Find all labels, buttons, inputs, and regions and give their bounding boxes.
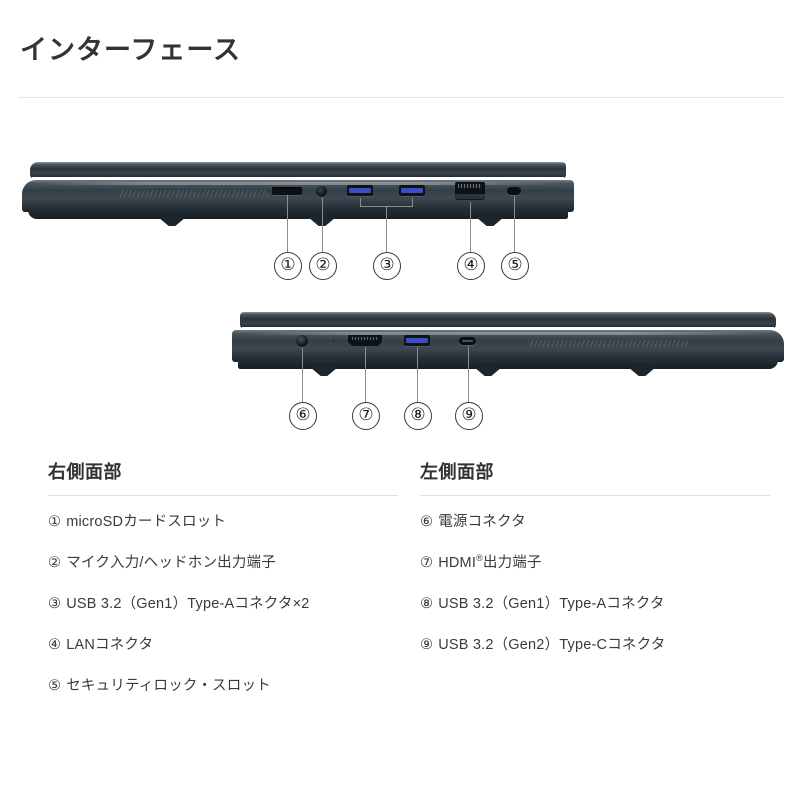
legend-left-side-heading: 左側面部 xyxy=(420,462,494,482)
list-item-label: セキュリティロック・スロット xyxy=(66,678,271,694)
laptop-left-side-figure: ⑥ ⑦ ⑧ ⑨ xyxy=(228,310,788,430)
usb-a-port xyxy=(404,335,430,346)
list-item-label: マイク入力/ヘッドホン出力端子 xyxy=(66,555,276,571)
list-item-marker: ④ xyxy=(48,637,62,653)
list-item-label-after: 出力端子 xyxy=(482,555,542,571)
page-title: インターフェース xyxy=(20,35,242,65)
laptop-hinge-gap xyxy=(242,327,774,330)
callout-5: ⑤ xyxy=(501,252,529,280)
title-divider xyxy=(18,97,784,98)
usb-c-port xyxy=(459,337,476,345)
list-item-label: 電源コネクタ xyxy=(438,514,526,530)
list-item-label: USB 3.2（Gen2）Type-Cコネクタ xyxy=(438,637,666,653)
list-item-marker: ⑤ xyxy=(48,678,62,694)
laptop-base-highlight xyxy=(246,332,770,335)
laptop-body-right-side xyxy=(18,160,578,228)
leader-line-6 xyxy=(302,348,303,403)
lan-port xyxy=(455,182,485,196)
security-lock-slot-port xyxy=(507,187,521,195)
list-item-marker: ⑧ xyxy=(420,596,434,612)
leader-line-2 xyxy=(322,198,323,253)
usb-a-port-2 xyxy=(399,185,425,196)
callout-6: ⑥ xyxy=(289,402,317,430)
list-item-label: USB 3.2（Gen1）Type-Aコネクタ×2 xyxy=(66,596,310,612)
laptop-bottom-skirt xyxy=(238,360,778,369)
leader-line-4 xyxy=(470,202,471,253)
list-item-label: microSDカードスロット xyxy=(66,514,227,530)
laptop-foot xyxy=(310,367,338,376)
leader-line-1 xyxy=(287,195,288,253)
hdmi-port xyxy=(348,335,382,346)
callout-9: ⑨ xyxy=(455,402,483,430)
power-connector-port xyxy=(296,335,308,347)
usb-a-port-1 xyxy=(347,185,373,196)
leader-line-3a xyxy=(360,198,361,207)
legend-left-side-divider xyxy=(420,495,770,496)
lan-port-jaw xyxy=(455,194,485,200)
laptop-lid xyxy=(240,312,776,328)
laptop-foot xyxy=(474,367,502,376)
list-item-label: LANコネクタ xyxy=(66,637,154,653)
laptop-body-left-side xyxy=(228,310,788,378)
legend-right-side-divider xyxy=(48,495,398,496)
list-item-marker: ① xyxy=(48,514,62,530)
list-item-marker: ⑦ xyxy=(420,555,434,571)
laptop-foot xyxy=(628,367,656,376)
laptop-lid xyxy=(30,162,566,178)
laptop-base-highlight xyxy=(36,182,560,185)
vent-grille xyxy=(528,340,688,347)
audio-jack-port xyxy=(316,186,327,197)
callout-1: ① xyxy=(274,252,302,280)
leader-line-3b xyxy=(412,198,413,207)
vent-grille xyxy=(118,190,268,197)
laptop-base xyxy=(232,330,784,362)
legend-right-side-heading: 右側面部 xyxy=(48,462,122,482)
leader-line-7 xyxy=(365,347,366,403)
list-item-marker: ③ xyxy=(48,596,62,612)
callout-4: ④ xyxy=(457,252,485,280)
laptop-foot xyxy=(158,217,186,226)
callout-2: ② xyxy=(309,252,337,280)
leader-line-3 xyxy=(386,206,387,253)
callout-3: ③ xyxy=(373,252,401,280)
callout-8: ⑧ xyxy=(404,402,432,430)
list-item-marker: ② xyxy=(48,555,62,571)
registered-trademark-icon: ® xyxy=(476,553,483,564)
laptop-bottom-skirt xyxy=(28,210,568,219)
microsd-slot-port xyxy=(272,187,302,195)
list-item-label-before: HDMI xyxy=(438,555,477,571)
laptop-hinge-gap xyxy=(32,177,564,180)
leader-line-5 xyxy=(514,196,515,253)
laptop-right-side-figure: ① ② ③ ④ ⑤ xyxy=(18,160,578,280)
list-item-label: USB 3.2（Gen1）Type-Aコネクタ xyxy=(438,596,665,612)
list-item-marker: ⑨ xyxy=(420,637,434,653)
mic-pinhole-icon xyxy=(332,340,335,343)
list-item-marker: ⑥ xyxy=(420,514,434,530)
leader-line-8 xyxy=(417,347,418,403)
laptop-foot xyxy=(476,217,504,226)
leader-line-9 xyxy=(468,346,469,403)
callout-7: ⑦ xyxy=(352,402,380,430)
